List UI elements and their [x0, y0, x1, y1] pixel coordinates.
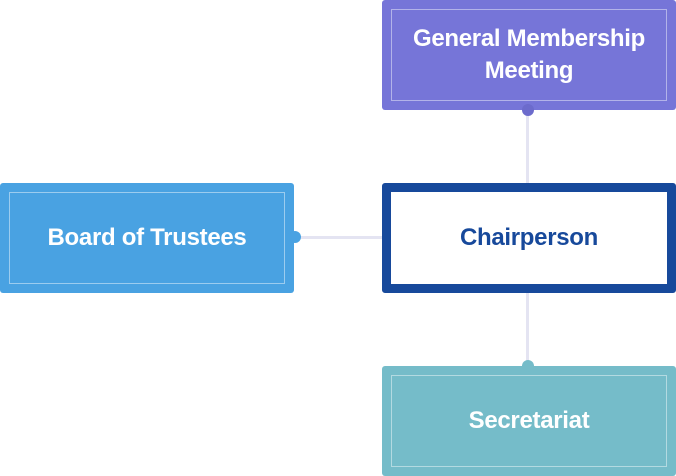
connector-general-to-chair — [526, 110, 529, 184]
connector-dot — [522, 360, 534, 372]
node-label: Chairperson — [459, 224, 599, 251]
connector-dot — [289, 231, 301, 243]
node-secretariat: Secretariat — [382, 366, 676, 476]
node-label: Secretariat — [468, 407, 590, 434]
connector-dot — [522, 104, 534, 116]
connector-chair-to-secretariat — [526, 292, 529, 366]
node-board-of-trustees: Board of Trustees — [0, 183, 294, 293]
node-label: Board of Trustees — [47, 224, 247, 251]
node-chairperson: Chairperson — [382, 183, 676, 293]
node-general-membership-meeting: General Membership Meeting — [382, 0, 676, 110]
node-label: General Membership Meeting — [412, 25, 645, 84]
connector-board-to-chair — [294, 236, 384, 239]
